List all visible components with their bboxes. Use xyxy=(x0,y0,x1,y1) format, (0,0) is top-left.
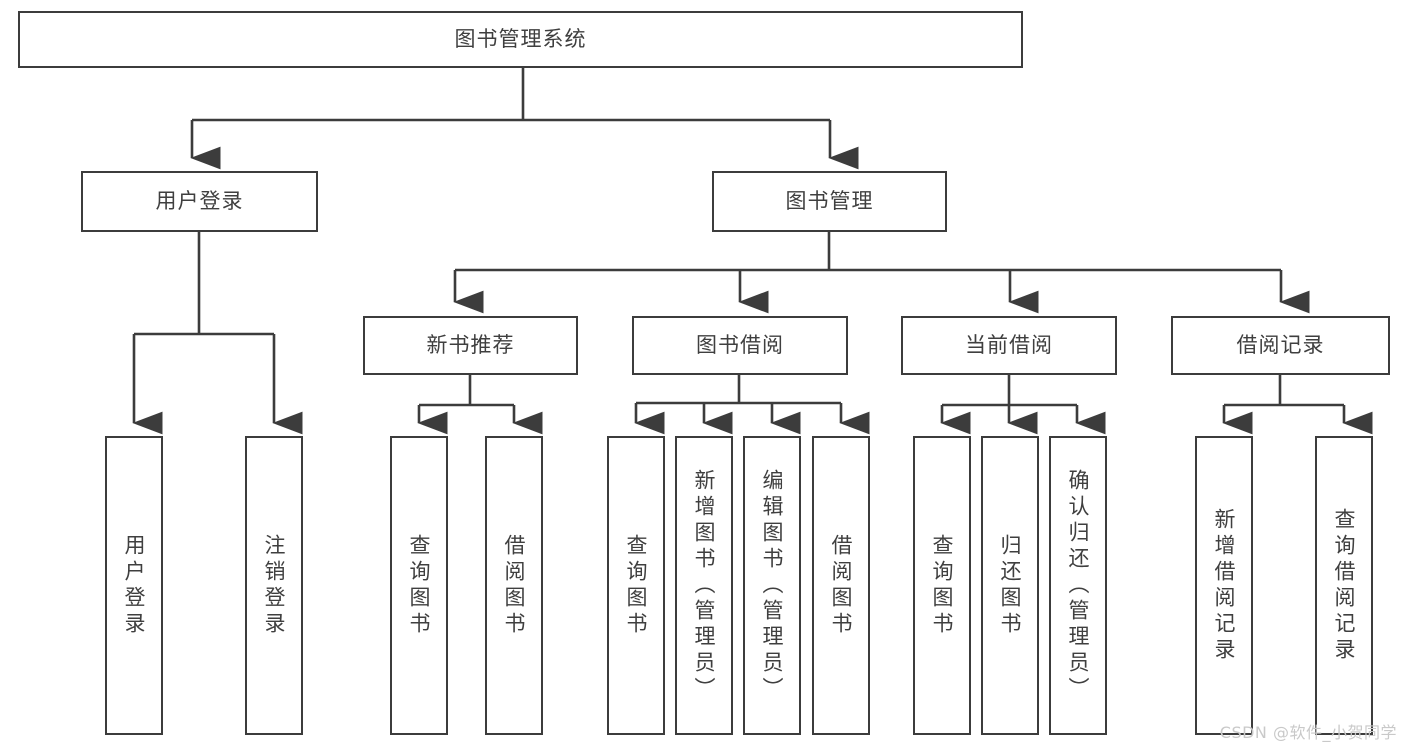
node-label: 用户登录 xyxy=(155,189,244,213)
node-label: 编辑图书（管理员） xyxy=(760,468,785,703)
watermark: CSDN @软件_小贺同学 xyxy=(1219,723,1397,742)
node-label: 图书管理系统 xyxy=(454,27,587,51)
node-label: 当前借阅 xyxy=(965,333,1053,357)
leaf-user-logout[interactable]: 注销登录 xyxy=(245,436,303,735)
leaf-recommend-query-book[interactable]: 查询图书 xyxy=(390,436,448,735)
node-label: 查询借阅记录 xyxy=(1332,507,1357,664)
leaf-record-add-record[interactable]: 新增借阅记录 xyxy=(1195,436,1253,735)
node-label: 借阅图书 xyxy=(829,533,854,638)
node-label: 借阅记录 xyxy=(1236,333,1325,357)
node-borrow-record[interactable]: 借阅记录 xyxy=(1171,316,1390,375)
node-label: 图书管理 xyxy=(785,189,874,213)
leaf-recommend-borrow-book[interactable]: 借阅图书 xyxy=(485,436,543,735)
node-book-management[interactable]: 图书管理 xyxy=(712,171,947,232)
node-label: 用户登录 xyxy=(122,533,147,638)
node-label: 新增借阅记录 xyxy=(1212,507,1237,664)
node-label: 归还图书 xyxy=(998,533,1023,638)
node-label: 查询图书 xyxy=(930,533,955,638)
node-new-book-recommend[interactable]: 新书推荐 xyxy=(363,316,578,375)
leaf-borrow-borrow-book[interactable]: 借阅图书 xyxy=(812,436,870,735)
node-label: 查询图书 xyxy=(407,533,432,638)
leaf-user-login[interactable]: 用户登录 xyxy=(105,436,163,735)
leaf-record-query-record[interactable]: 查询借阅记录 xyxy=(1315,436,1373,735)
node-book-borrow[interactable]: 图书借阅 xyxy=(632,316,848,375)
leaf-borrow-edit-book-admin[interactable]: 编辑图书（管理员） xyxy=(743,436,801,735)
leaf-current-query-book[interactable]: 查询图书 xyxy=(913,436,971,735)
node-current-borrow[interactable]: 当前借阅 xyxy=(901,316,1117,375)
node-label: 新增图书（管理员） xyxy=(692,468,717,703)
node-user-login[interactable]: 用户登录 xyxy=(81,171,318,232)
leaf-borrow-query-book[interactable]: 查询图书 xyxy=(607,436,665,735)
leaf-current-return-book[interactable]: 归还图书 xyxy=(981,436,1039,735)
node-label: 图书借阅 xyxy=(696,333,784,357)
node-label: 查询图书 xyxy=(624,533,649,638)
node-label: 借阅图书 xyxy=(502,533,527,638)
node-label: 注销登录 xyxy=(262,533,287,638)
node-root-system[interactable]: 图书管理系统 xyxy=(18,11,1023,68)
node-label: 确认归还（管理员） xyxy=(1066,468,1091,703)
leaf-current-confirm-return-admin[interactable]: 确认归还（管理员） xyxy=(1049,436,1107,735)
leaf-borrow-add-book-admin[interactable]: 新增图书（管理员） xyxy=(675,436,733,735)
node-label: 新书推荐 xyxy=(426,333,515,357)
